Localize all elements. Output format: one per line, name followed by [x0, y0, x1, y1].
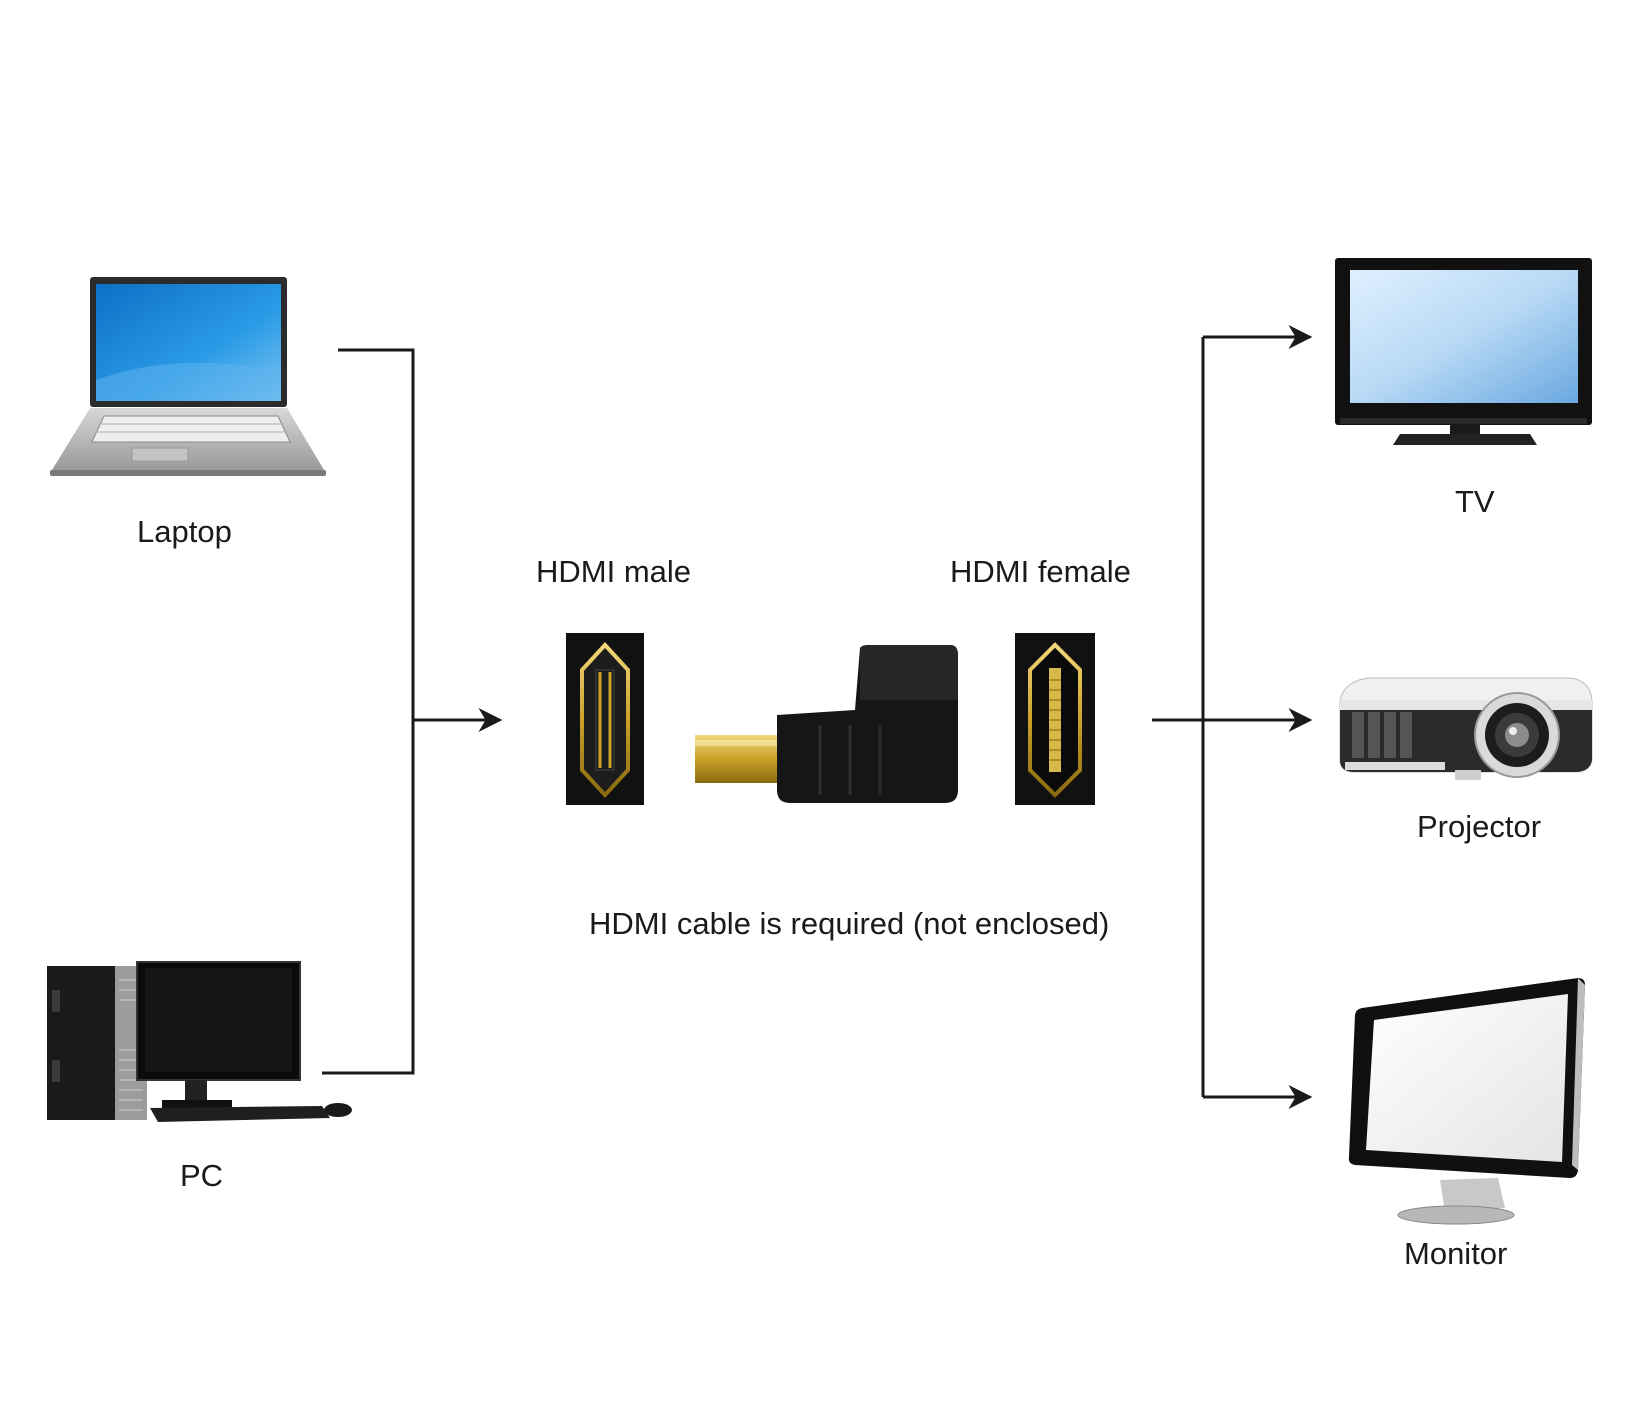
- laptop-icon: [50, 277, 326, 476]
- hdmi-male-port-icon: [566, 633, 644, 805]
- monitor-icon: [1348, 978, 1585, 1225]
- hdmi-right-angle-adapter-icon: [695, 645, 958, 803]
- hdmi-female-label: HDMI female: [950, 554, 1131, 589]
- cable-note: HDMI cable is required (not enclosed): [589, 906, 1110, 941]
- desktop-pc-icon: [47, 961, 352, 1122]
- tv-icon: [1335, 258, 1592, 445]
- pc-connector: [322, 720, 415, 1075]
- projector-icon: [1339, 677, 1593, 780]
- monitor-label: Monitor: [1404, 1236, 1508, 1271]
- tv-label: TV: [1455, 484, 1495, 519]
- projector-label: Projector: [1417, 809, 1542, 844]
- hdmi-female-port-icon: [1015, 633, 1095, 805]
- laptop-connector: [338, 348, 415, 720]
- pc-label: PC: [180, 1158, 224, 1193]
- hdmi-male-label: HDMI male: [536, 554, 692, 589]
- connector-lines: [322, 325, 1313, 1109]
- laptop-label: Laptop: [137, 514, 232, 549]
